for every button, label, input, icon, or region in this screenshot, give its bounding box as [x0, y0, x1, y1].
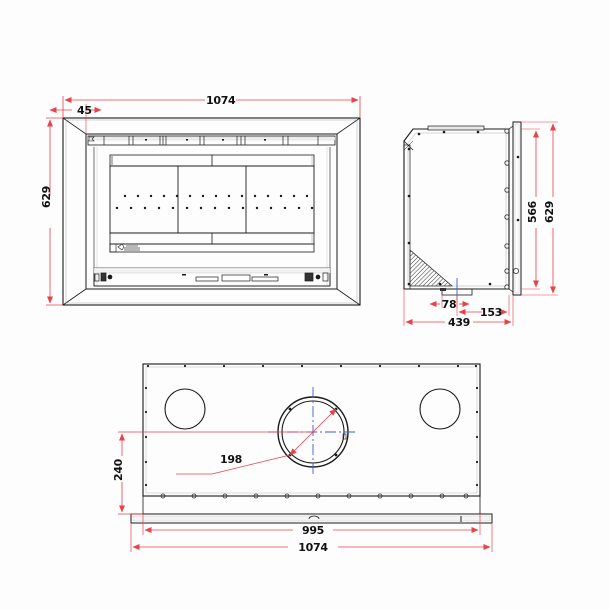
dim-side-height: 629 — [543, 201, 556, 223]
dim-side-depth: 439 — [448, 316, 470, 329]
right-bracket-detail — [304, 272, 329, 282]
grate-detail — [109, 243, 140, 253]
dim-side-flue-width: 153 — [480, 306, 502, 319]
dim-side-inner-height: 566 — [526, 200, 539, 223]
left-port-circle — [164, 388, 206, 430]
brick-rivet-pattern — [115, 194, 314, 210]
rail-screw-row — [160, 493, 469, 499]
plan-view-dimensions — [118, 408, 493, 552]
dim-front-width: 1074 — [206, 94, 236, 107]
right-port-circle — [419, 388, 461, 430]
front-view-dimensions — [46, 96, 361, 306]
front-elevation-view — [62, 117, 361, 306]
left-bracket-detail — [94, 272, 113, 282]
dim-plan-overall-width: 1074 — [298, 541, 328, 554]
dim-plan-body-width: 995 — [302, 524, 324, 537]
dim-front-height: 629 — [40, 186, 53, 208]
dim-side-flue-offset: 78 — [442, 298, 457, 311]
dim-front-offset: 45 — [77, 104, 92, 117]
dim-plan-flue-diameter: 198 — [220, 453, 242, 466]
side-view-dimensions — [403, 121, 558, 326]
dim-plan-center-offset: 240 — [112, 458, 125, 481]
